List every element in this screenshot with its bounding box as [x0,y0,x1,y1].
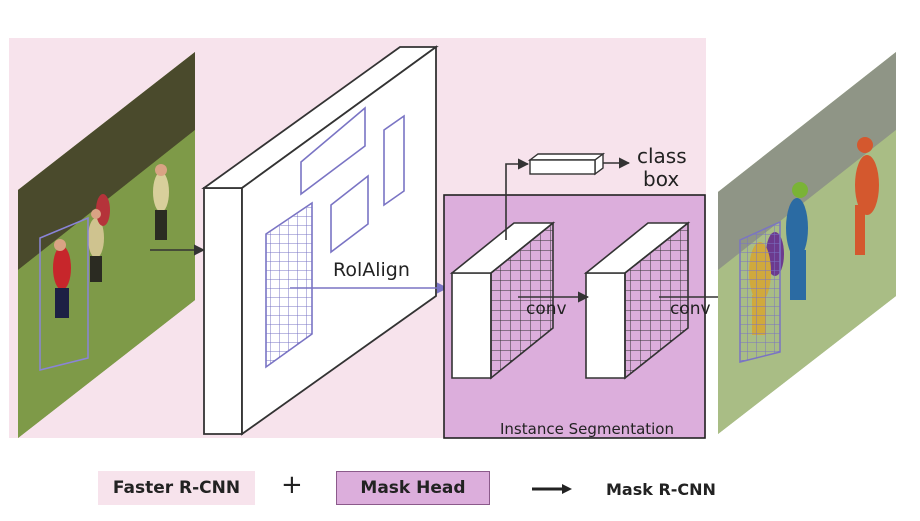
conv-label-2: conv [670,299,711,319]
legend-plus: + [281,470,303,500]
legend-mask-head: Mask Head [336,471,490,505]
legend-mask-rcnn: Mask R-CNN [606,480,716,499]
input-roi-box [39,216,89,371]
roi-grid [265,201,313,369]
segmentation-label: Instance Segmentation [500,420,674,438]
feature-map-block [201,45,439,436]
legend-arrow-icon [532,484,572,494]
classbox-branch-line [505,158,530,240]
conv-label-1: conv [526,299,567,319]
output-roi-grid [739,220,781,363]
output-image [718,52,896,434]
legend-faster-rcnn: Faster R-CNN [98,471,255,505]
roialign-label: RolAlign [333,259,410,281]
box-label: box [643,167,679,191]
class-label: class [637,144,687,168]
conv-block-1 [449,221,556,380]
conv-block-2 [583,221,691,380]
input-image [18,52,195,438]
fc-layer [527,152,606,176]
